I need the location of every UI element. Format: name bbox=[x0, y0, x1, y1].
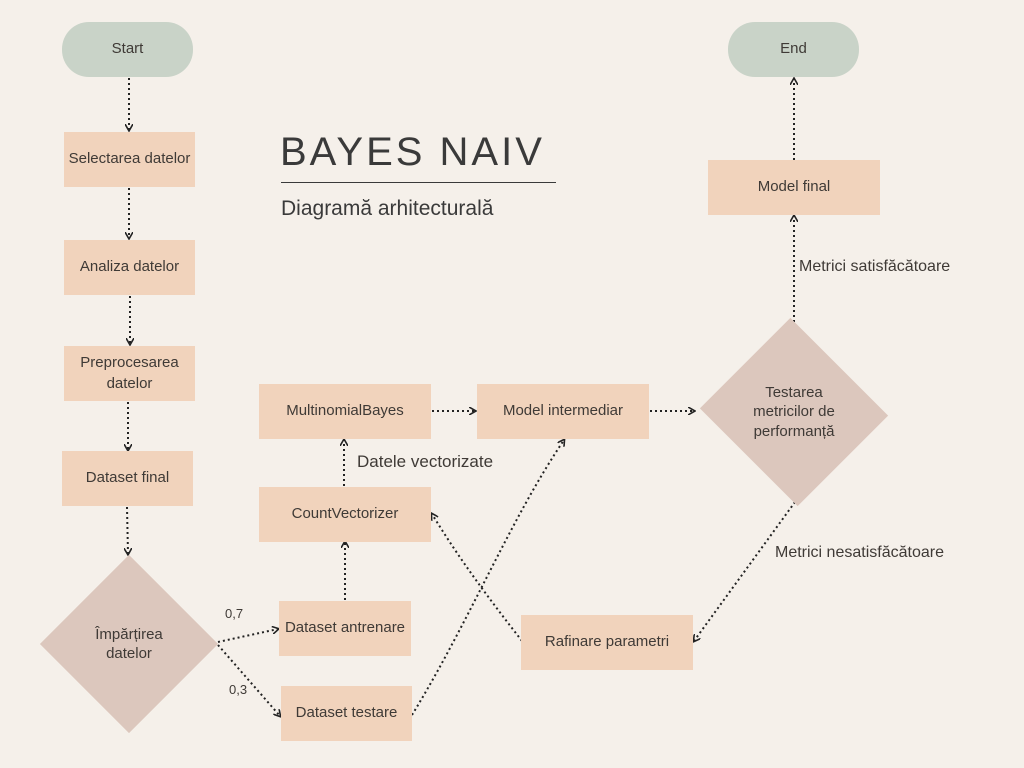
start-node: Start bbox=[62, 22, 193, 77]
end-node: End bbox=[728, 22, 859, 77]
edge-testare-intermediar bbox=[411, 440, 564, 716]
rafinare-node: Rafinare parametri bbox=[521, 615, 693, 670]
ratio-train-label: 0,7 bbox=[225, 606, 244, 621]
countvectorizer-node: CountVectorizer bbox=[259, 487, 431, 542]
model-final-node: Model final bbox=[708, 160, 880, 215]
edge-testarea-rafinare bbox=[694, 501, 796, 641]
analiza-node: Analiza datelor bbox=[64, 240, 195, 295]
testarea-decision: Testarea metricilor de performanță bbox=[696, 317, 892, 507]
testare-node: Dataset testare bbox=[281, 686, 412, 741]
intermediar-node: Model intermediar bbox=[477, 384, 649, 439]
nesatisfacatoare-label: Metrici nesatisfăcătoare bbox=[775, 544, 944, 561]
title-divider bbox=[281, 182, 556, 183]
diagram-subtitle: Diagramă arhitecturală bbox=[281, 197, 494, 220]
vectorizate-label: Datele vectorizate bbox=[357, 452, 494, 471]
selectare-node: Selectarea datelor bbox=[64, 132, 195, 187]
edge-impartire-antrenare bbox=[217, 629, 278, 643]
testarea-label: Testarea metricilor de performanță bbox=[753, 383, 835, 440]
edge-impartire-testare bbox=[217, 644, 280, 716]
ratio-test-label: 0,3 bbox=[229, 682, 248, 697]
multinomial-node: MultinomialBayes bbox=[259, 384, 431, 439]
antrenare-node: Dataset antrenare bbox=[279, 601, 411, 656]
satisfacatoare-label: Metrici satisfăcătoare bbox=[799, 258, 951, 275]
preprocesare-node: Preprocesarea datelor bbox=[64, 346, 195, 401]
dataset-final-node: Dataset final bbox=[62, 451, 193, 506]
impartire-decision: Împărțirea datelor bbox=[39, 554, 219, 734]
impartire-label: Împărțirea datelor bbox=[95, 625, 163, 663]
diagram-title: BAYES NAIV bbox=[280, 130, 545, 174]
edge-datasetfinal-impartire bbox=[127, 506, 128, 554]
